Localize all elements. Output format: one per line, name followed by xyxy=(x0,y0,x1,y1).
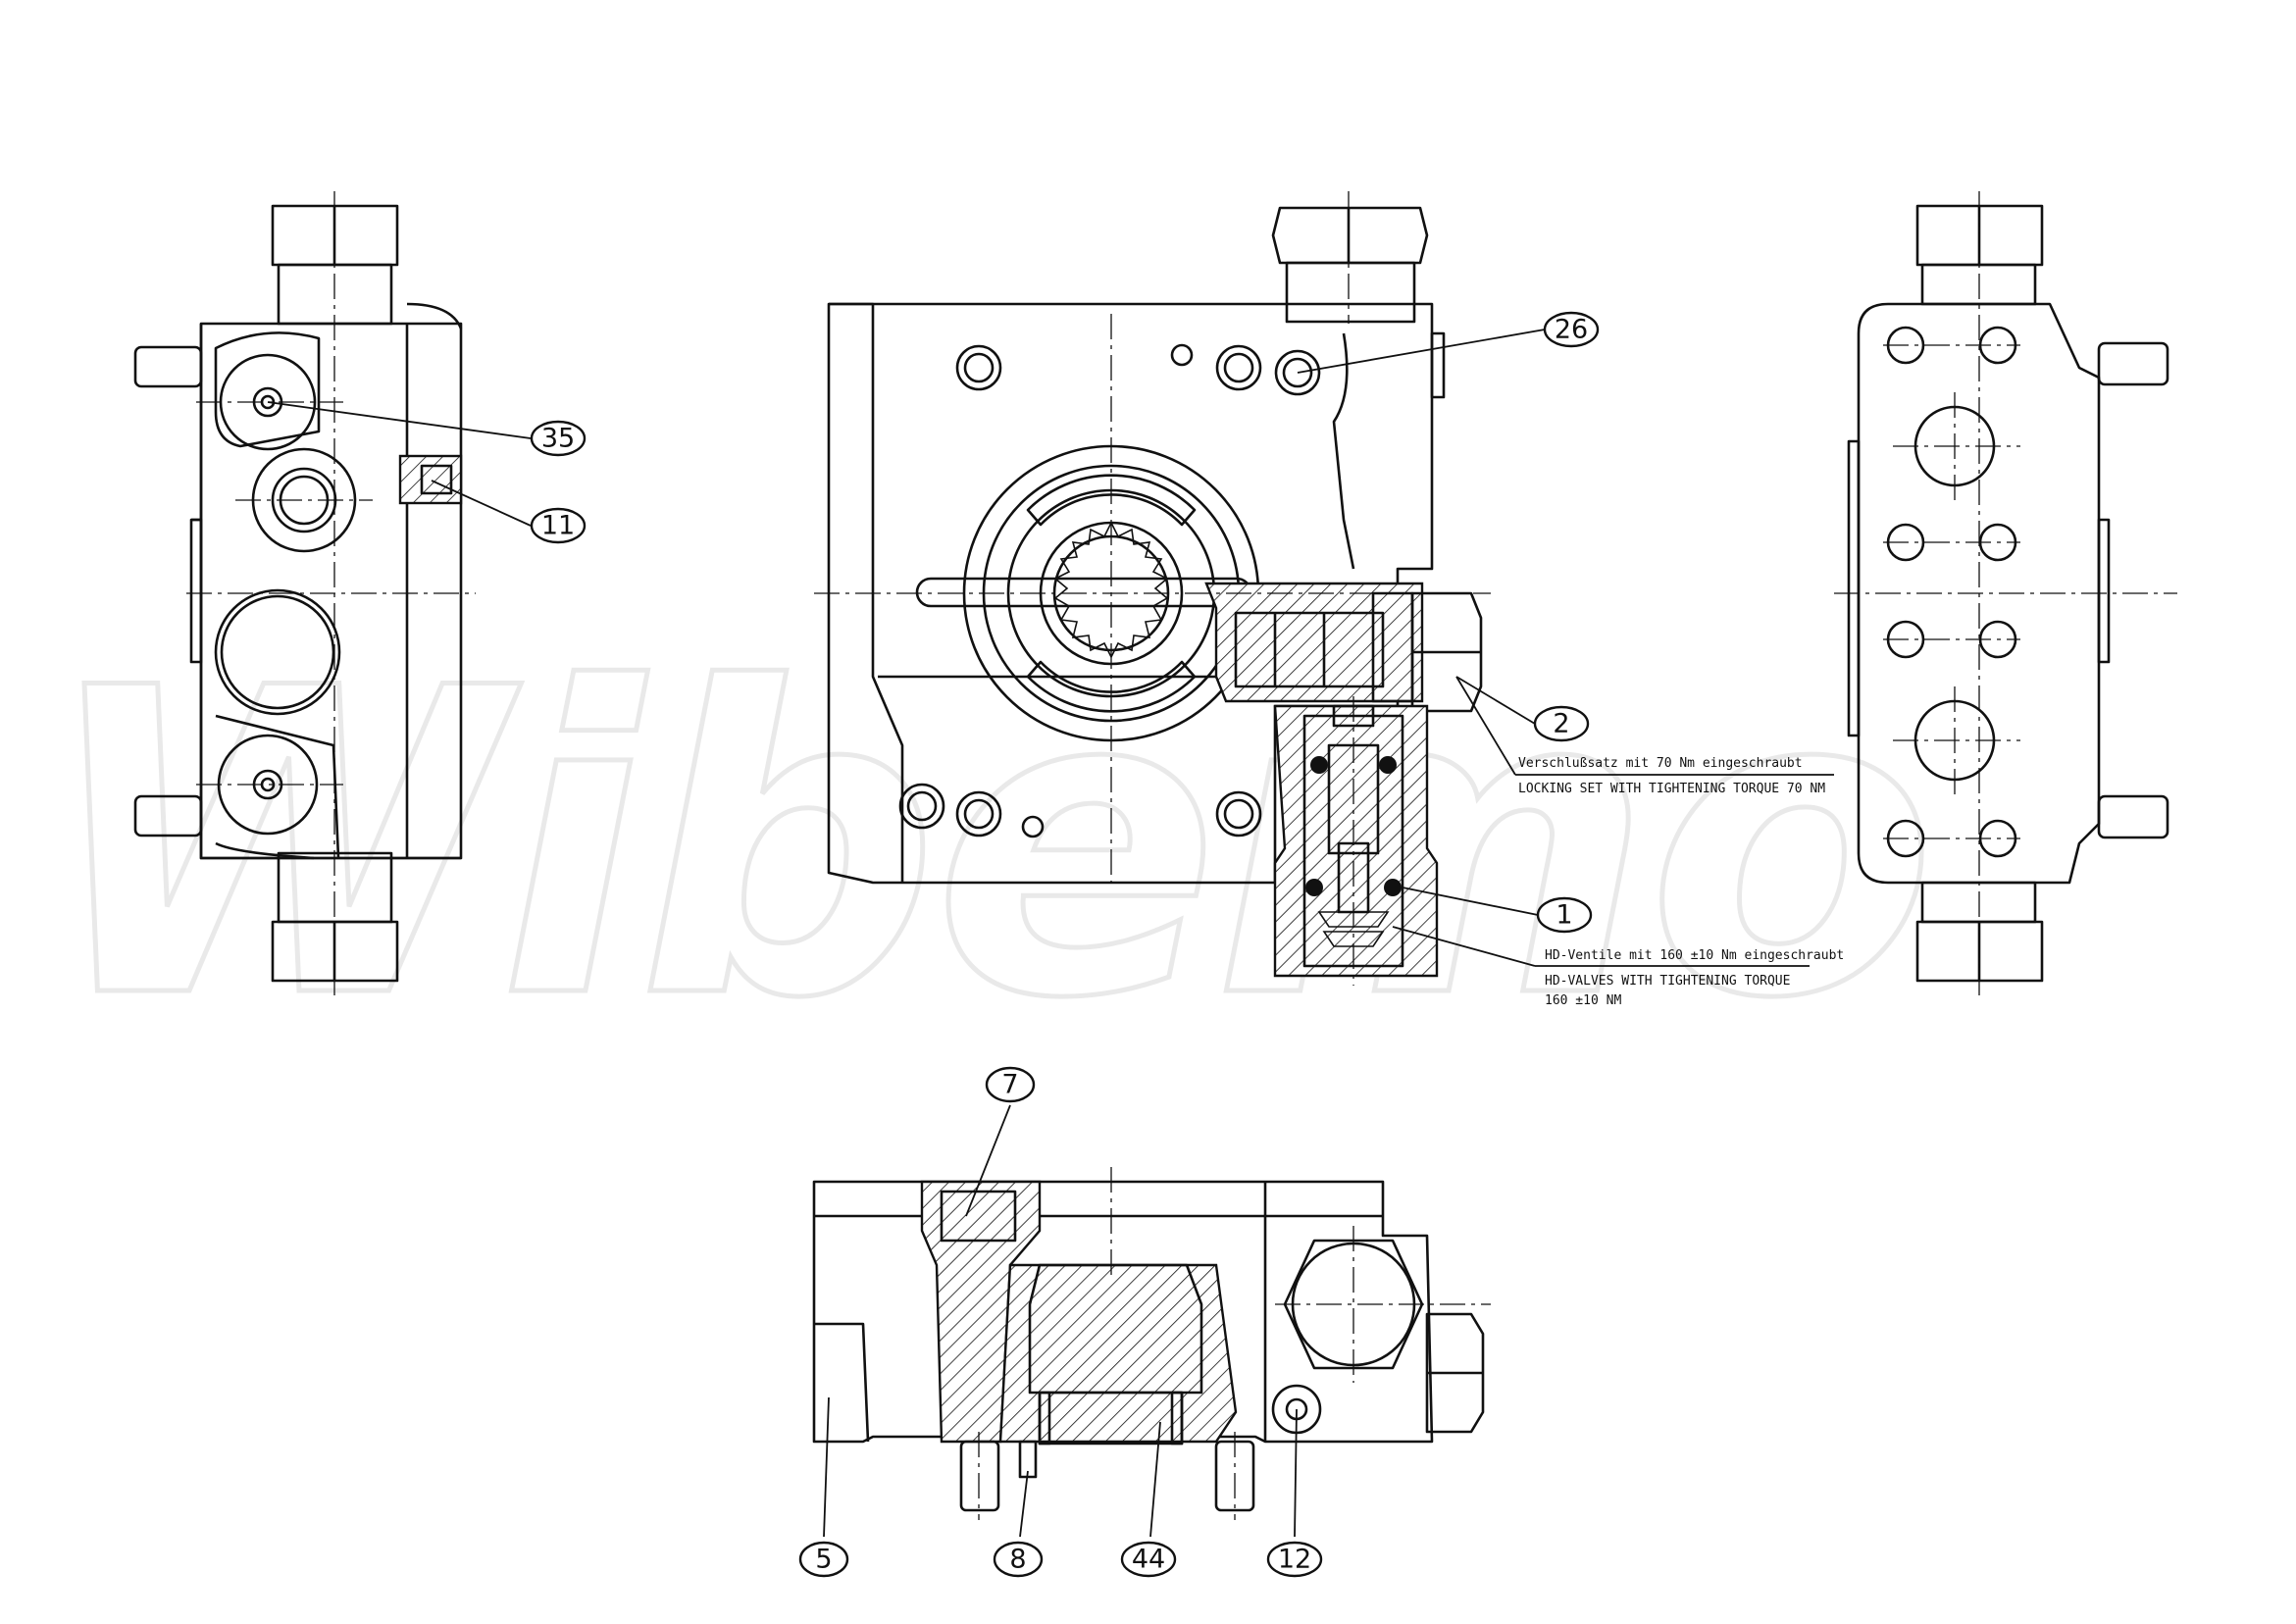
balloon-8: 8 xyxy=(993,1541,1044,1578)
balloon-2: 2 xyxy=(1533,705,1590,742)
balloon-1-label: 1 xyxy=(1556,900,1572,931)
balloon-35-label: 35 xyxy=(541,424,575,454)
note-locking-set-en: LOCKING SET WITH TIGHTENING TORQUE 70 NM xyxy=(1518,782,1825,796)
note-hd-valves-de: HD-Ventile mit 160 ±10 Nm eingeschraubt xyxy=(1545,948,1844,963)
balloon-1: 1 xyxy=(1536,896,1593,934)
balloon-7-label: 7 xyxy=(1001,1070,1018,1100)
note-hd-valves-en-1: HD-VALVES WITH TIGHTENING TORQUE xyxy=(1545,974,1790,989)
balloon-35: 35 xyxy=(530,420,587,457)
balloon-7: 7 xyxy=(985,1066,1036,1103)
balloon-2-label: 2 xyxy=(1553,709,1569,739)
note-locking-set-de: Verschlußsatz mit 70 Nm eingeschraubt xyxy=(1518,756,1803,771)
watermark: Wibemo xyxy=(39,600,1931,1091)
balloon-26-label: 26 xyxy=(1555,315,1588,345)
note-hd-valves: HD-Ventile mit 160 ±10 Nm eingeschraubt … xyxy=(1545,948,1844,1008)
bottom-view xyxy=(812,1167,1491,1520)
right-side-view xyxy=(1834,191,2177,995)
center-front-view xyxy=(814,191,1491,986)
balloon-5: 5 xyxy=(798,1541,849,1578)
balloon-26: 26 xyxy=(1543,311,1600,348)
balloon-11-label: 11 xyxy=(541,511,575,541)
leader-lines xyxy=(267,329,1834,1538)
balloon-44: 44 xyxy=(1120,1541,1177,1578)
balloon-12: 12 xyxy=(1266,1541,1323,1578)
left-side-view xyxy=(133,191,476,995)
balloon-8-label: 8 xyxy=(1009,1545,1026,1575)
note-hd-valves-en-2: 160 ±10 NM xyxy=(1545,993,1621,1008)
note-locking-set: Verschlußsatz mit 70 Nm eingeschraubt LO… xyxy=(1518,756,1825,796)
balloon-11: 11 xyxy=(530,507,587,544)
balloon-44-label: 44 xyxy=(1132,1545,1165,1575)
balloon-5-label: 5 xyxy=(815,1545,832,1575)
balloon-12-label: 12 xyxy=(1278,1545,1311,1575)
